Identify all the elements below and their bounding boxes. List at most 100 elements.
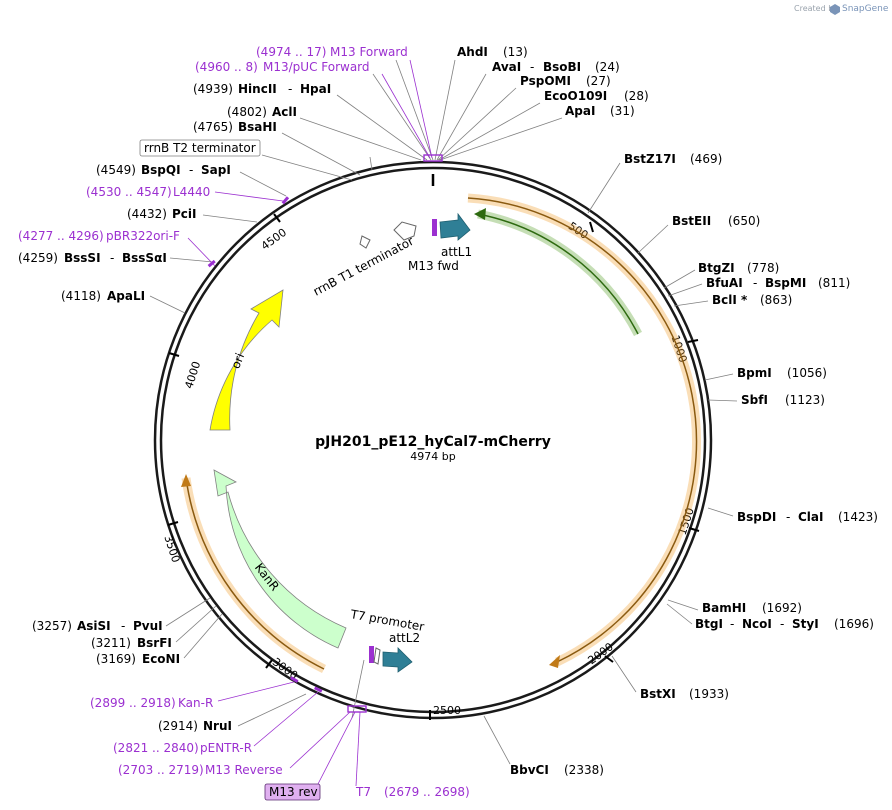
top-primer-leaders bbox=[381, 59, 433, 159]
enzyme-apali[interactable]: (4118) ApaLI bbox=[61, 289, 145, 303]
svg-text:(469): (469) bbox=[690, 152, 722, 166]
svg-text:4000: 4000 bbox=[182, 360, 203, 391]
svg-text:(13): (13) bbox=[503, 45, 528, 59]
svg-text:(2679 .. 2698): (2679 .. 2698) bbox=[384, 785, 470, 799]
svg-text:BsaHI: BsaHI bbox=[238, 120, 277, 134]
primer-m13-rev-box[interactable]: M13 rev bbox=[264, 783, 321, 801]
svg-text:BstZ17I: BstZ17I bbox=[624, 152, 676, 166]
svg-text:(4939): (4939) bbox=[193, 82, 233, 96]
svg-text:EcoNI: EcoNI bbox=[142, 652, 180, 666]
svg-text:-: - bbox=[189, 163, 193, 177]
primer-m13-forward[interactable]: (4974 .. 17) M13 Forward bbox=[256, 45, 408, 59]
svg-text:(4765): (4765) bbox=[193, 120, 233, 134]
svg-text:(31): (31) bbox=[610, 104, 635, 118]
left-primer-leaders bbox=[187, 191, 284, 267]
svg-text:BspMI: BspMI bbox=[765, 276, 806, 290]
svg-text:M13/pUC Forward: M13/pUC Forward bbox=[263, 60, 370, 74]
svg-text:-: - bbox=[288, 82, 292, 96]
enzyme-pspomi[interactable]: PspOMI (27) bbox=[520, 74, 611, 88]
enzyme-bstxi[interactable]: BstXI (1933) bbox=[640, 687, 729, 701]
svg-text:L4440: L4440 bbox=[173, 185, 210, 199]
plasmid-name: pJH201_pE12_hyCal7-mCherry bbox=[315, 434, 551, 450]
primer-pentr-r[interactable]: (2821 .. 2840) pENTR-R bbox=[113, 741, 252, 755]
svg-text:AsiSI: AsiSI bbox=[77, 619, 111, 633]
primer-mark-pbr322 bbox=[207, 259, 216, 268]
m13-fwd-label: M13 fwd bbox=[408, 259, 459, 273]
rrnb-t2-feature bbox=[359, 235, 371, 249]
enzyme-bpmi[interactable]: BpmI (1056) bbox=[737, 366, 827, 380]
svg-text:AvaI: AvaI bbox=[492, 60, 521, 74]
enzyme-bspqi[interactable]: (4549) BspQI - SapI bbox=[96, 163, 231, 177]
tick-2500: 2500 bbox=[429, 704, 461, 720]
svg-text:pENTR-R: pENTR-R bbox=[200, 741, 252, 755]
svg-text:BssSI: BssSI bbox=[64, 251, 101, 265]
rrnb-t2-label-box[interactable]: rrnB T2 terminator bbox=[139, 139, 261, 157]
svg-text:M13 Forward: M13 Forward bbox=[330, 45, 408, 59]
svg-text:ApaI: ApaI bbox=[565, 104, 595, 118]
svg-text:(4974 .. 17): (4974 .. 17) bbox=[256, 45, 326, 59]
enzyme-bsssi[interactable]: (4259) BssSI - BssSαI bbox=[18, 251, 167, 265]
enzyme-asisi[interactable]: (3257) AsiSI - PvuI bbox=[32, 619, 163, 633]
left-leaders bbox=[149, 171, 287, 314]
svg-text:EcoO109I: EcoO109I bbox=[544, 89, 607, 103]
svg-text:(2914): (2914) bbox=[158, 719, 198, 733]
enzyme-bsahi[interactable]: (4765) BsaHI bbox=[193, 120, 277, 134]
svg-text:AhdI: AhdI bbox=[457, 45, 488, 59]
enzyme-bstz17i[interactable]: BstZ17I (469) bbox=[624, 152, 722, 166]
bottom-left-leaders bbox=[165, 597, 365, 727]
primer-pbr322ori-f[interactable]: (4277 .. 4296) pBR322ori-F bbox=[18, 229, 180, 243]
enzyme-bspdi[interactable]: BspDI - ClaI (1423) bbox=[737, 510, 878, 524]
enzyme-sbfi[interactable]: SbfI (1123) bbox=[741, 393, 825, 407]
svg-text:HincII: HincII bbox=[238, 82, 277, 96]
enzyme-bamhi[interactable]: BamHI (1692) bbox=[702, 601, 802, 615]
svg-text:BtgI: BtgI bbox=[695, 617, 723, 631]
enzyme-bsteii[interactable]: BstEII (650) bbox=[672, 214, 760, 228]
enzyme-ecoo109i[interactable]: EcoO109I (28) bbox=[544, 89, 649, 103]
svg-text:(1423): (1423) bbox=[838, 510, 878, 524]
orf-arrowhead-right bbox=[549, 655, 560, 668]
enzyme-bsrfi[interactable]: (3211) BsrFI bbox=[91, 636, 172, 650]
enzyme-pcii[interactable]: (4432) PciI bbox=[127, 207, 197, 221]
svg-text:BfuAI: BfuAI bbox=[706, 276, 743, 290]
t7-promoter-label: T7 promoter bbox=[348, 607, 425, 634]
enzyme-apai[interactable]: ApaI (31) bbox=[565, 104, 635, 118]
right-leaders bbox=[483, 162, 738, 765]
svg-text:NruI: NruI bbox=[203, 719, 232, 733]
enzyme-btgi[interactable]: BtgI - NcoI - StyI (1696) bbox=[695, 617, 874, 631]
orf-arrowhead-left bbox=[181, 474, 191, 487]
enzyme-econi[interactable]: (3169) EcoNI bbox=[96, 652, 180, 666]
enzyme-bbvci[interactable]: BbvCI (2338) bbox=[510, 763, 604, 777]
kanr-feature bbox=[213, 469, 347, 649]
primer-m13-reverse[interactable]: (2703 .. 2719) M13 Reverse bbox=[118, 763, 283, 777]
ori-feature bbox=[209, 289, 284, 431]
enzyme-hincii[interactable]: (4939) HincII - HpaI bbox=[193, 82, 331, 96]
primer-t7[interactable]: T7 (2679 .. 2698) bbox=[355, 785, 470, 799]
enzyme-bfuai[interactable]: BfuAI - BspMI (811) bbox=[706, 276, 850, 290]
primer-m13-puc-forward[interactable]: (4960 .. 8) M13/pUC Forward bbox=[195, 60, 370, 74]
svg-text:(24): (24) bbox=[595, 60, 620, 74]
enzyme-acli[interactable]: (4802) AclI bbox=[227, 105, 297, 119]
enzyme-nrui[interactable]: (2914) NruI bbox=[158, 719, 232, 733]
attl1-feature bbox=[439, 212, 471, 241]
primer-kan-r[interactable]: (2899 .. 2918) Kan-R bbox=[90, 696, 213, 710]
svg-text:(3169): (3169) bbox=[96, 652, 136, 666]
enzyme-avai[interactable]: AvaI - BsoBI (24) bbox=[492, 60, 620, 74]
enzyme-btgzi[interactable]: BtgZI (778) bbox=[698, 261, 779, 275]
primer-l4440[interactable]: (4530 .. 4547) L4440 bbox=[86, 185, 210, 199]
svg-text:(27): (27) bbox=[586, 74, 611, 88]
credit-brand: SnapGene bbox=[842, 4, 889, 14]
svg-text:ClaI: ClaI bbox=[798, 510, 823, 524]
svg-text:(3211): (3211) bbox=[91, 636, 131, 650]
svg-text:(2899 .. 2918): (2899 .. 2918) bbox=[90, 696, 176, 710]
svg-text:BtgZI: BtgZI bbox=[698, 261, 735, 275]
svg-text:HpaI: HpaI bbox=[300, 82, 331, 96]
primer-mark-l4440 bbox=[281, 196, 290, 205]
backbone-outer bbox=[153, 160, 713, 720]
enzyme-ahdi[interactable]: AhdI (13) bbox=[457, 45, 528, 59]
svg-text:(2821 .. 2840): (2821 .. 2840) bbox=[113, 741, 199, 755]
enzyme-bcli[interactable]: BclI * (863) bbox=[712, 293, 792, 307]
svg-text:BssSαI: BssSαI bbox=[122, 251, 167, 265]
svg-text:-: - bbox=[786, 510, 790, 524]
primer-mark-kanr bbox=[290, 676, 299, 683]
svg-text:T7: T7 bbox=[355, 785, 371, 799]
